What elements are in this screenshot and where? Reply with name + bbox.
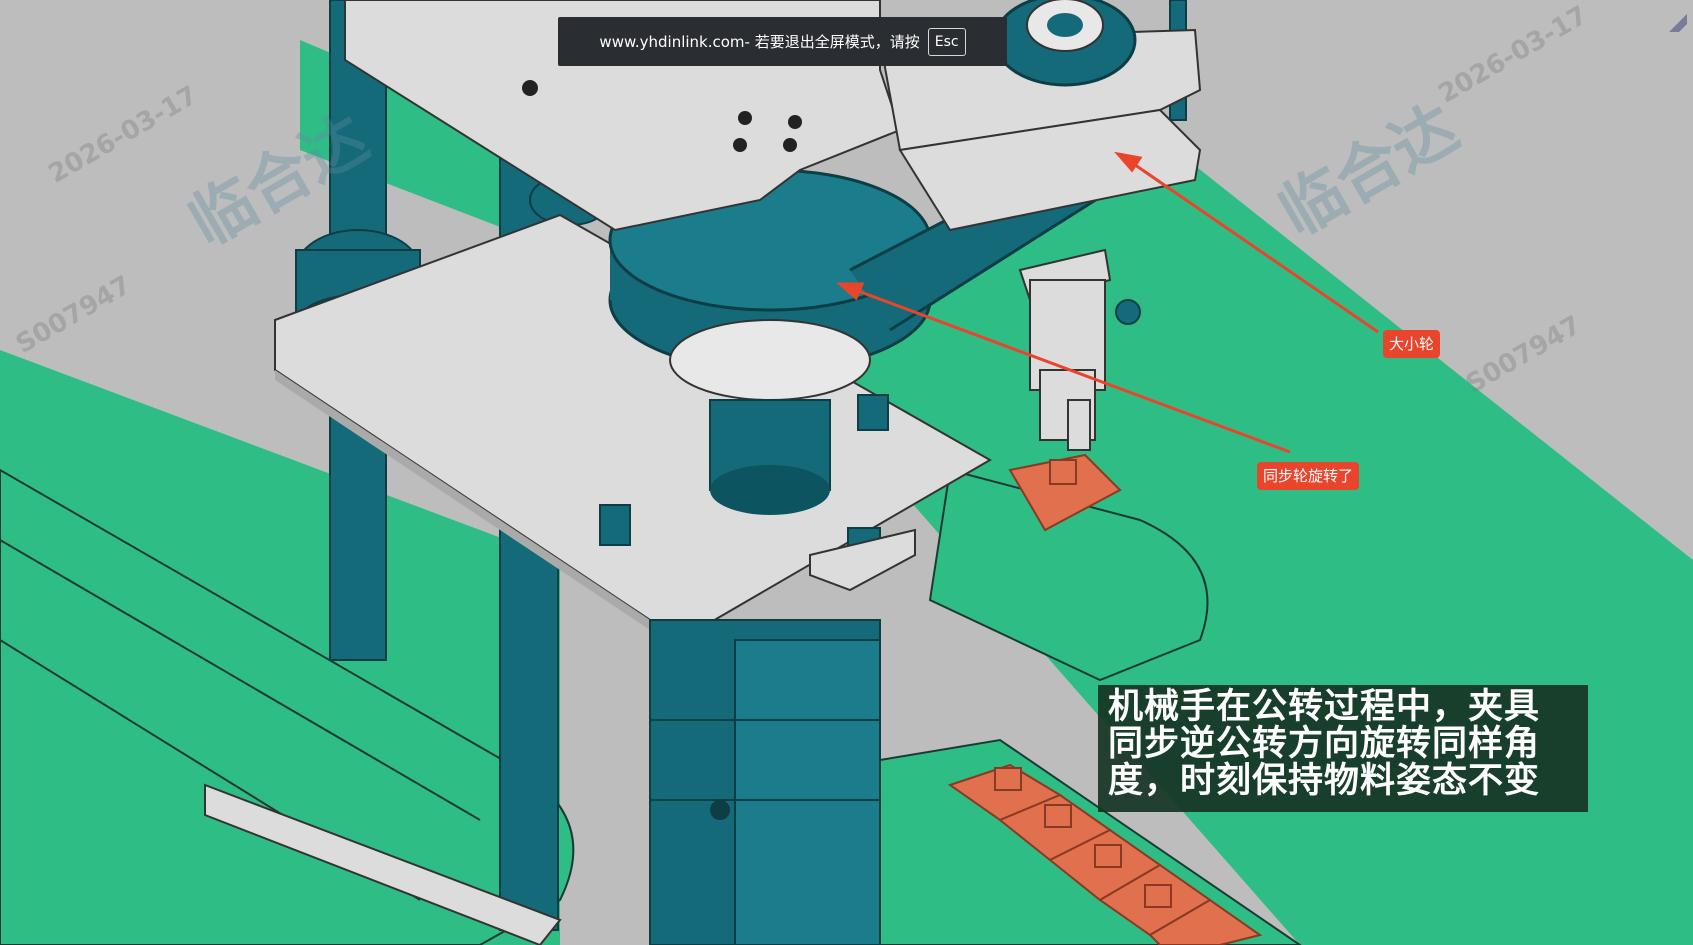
gripper [1018,248,1141,451]
site-url: www.yhdinlink.com [599,32,745,51]
subtitle-line: 同步逆公转方向旋转同样角 [1108,724,1541,764]
esc-key-hint[interactable]: Esc [927,27,966,56]
workpieces [947,453,1263,945]
subtitle-line: 机械手在公转过程中，夹具 [1108,687,1541,727]
fullscreen-exit-notice: www.yhdinlink.com - 若要退出全屏模式，请按 Esc [558,17,1007,66]
callout-big-small-wheel: 大小轮 [1383,330,1441,358]
fullscreen-message: - 若要退出全屏模式，请按 [744,33,920,51]
small-pulley [993,0,1137,87]
corner-arrow-icon[interactable] [1667,12,1689,34]
subtitle-line: 度，时刻保持物料姿态不变 [1108,761,1541,801]
servo-motor [649,619,881,945]
video-subtitle: 机械手在公转过程中，夹具 同步逆公转方向旋转同样角 度，时刻保持物料姿态不变 [1098,685,1588,812]
annotation-arrows [836,151,1379,454]
callout-sync-wheel-rotated: 同步轮旋转了 [1257,462,1360,490]
